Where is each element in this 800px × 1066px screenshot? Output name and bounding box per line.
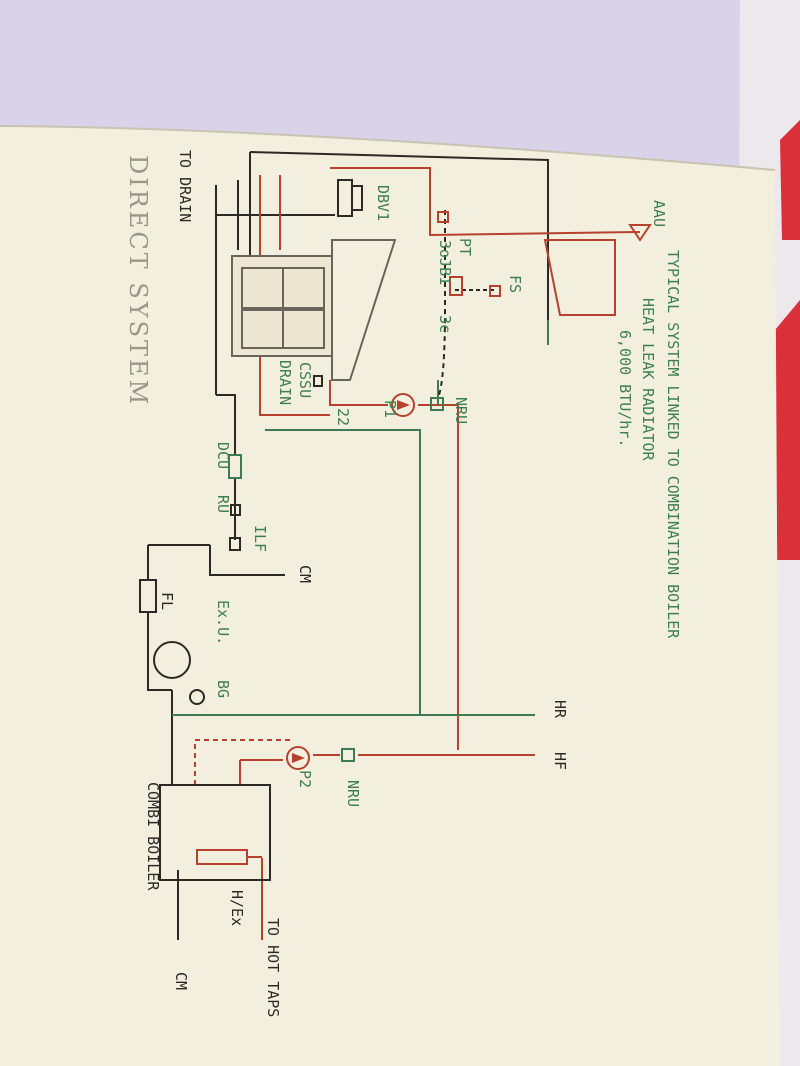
aau-label: AAU bbox=[650, 200, 668, 227]
nru-top-valve bbox=[430, 397, 444, 411]
radiator-label: HEAT LEAK RADIATOR bbox=[639, 298, 657, 462]
nru-bottom-label: NRU bbox=[344, 780, 362, 807]
22-label: 22 bbox=[334, 408, 352, 426]
pipe-green-return bbox=[265, 429, 421, 715]
combi-boiler-label: COMBI BOILER bbox=[144, 782, 162, 891]
fs-label: FS bbox=[506, 275, 524, 293]
dbv1-valve-body bbox=[351, 185, 363, 211]
3c-label: 3c bbox=[436, 315, 454, 333]
pipe-fl-bottom bbox=[147, 612, 172, 691]
pt-label: PT bbox=[456, 238, 474, 256]
dbv1-label: DBV1 bbox=[374, 185, 392, 221]
pipe-dcu-feed bbox=[216, 394, 236, 455]
pipe-cm-top bbox=[209, 545, 285, 576]
cm-bottom-label: CM bbox=[172, 972, 190, 990]
fl-unit bbox=[139, 579, 157, 613]
cssu-valve bbox=[313, 375, 323, 387]
bg-gauge bbox=[189, 689, 205, 705]
ilf-label: ILF bbox=[251, 525, 269, 552]
components bbox=[139, 179, 652, 881]
to-drain-label: TO DRAIN bbox=[176, 150, 194, 222]
paper-page bbox=[0, 126, 780, 1066]
fs-sensor bbox=[489, 285, 501, 297]
ru-label: RU bbox=[214, 495, 232, 513]
diagram-title: TYPICAL SYSTEM LINKED TO COMBINATION BOI… bbox=[664, 250, 682, 639]
control-dashed-top bbox=[437, 210, 446, 399]
pipework bbox=[147, 151, 641, 940]
pt-sensor bbox=[437, 211, 449, 223]
nru-top-label: NRU bbox=[452, 397, 470, 424]
p2-label: P2 bbox=[296, 770, 314, 788]
red-cloth-stripe-top bbox=[780, 120, 800, 240]
hr-label: HR bbox=[551, 700, 569, 719]
stove bbox=[231, 239, 397, 381]
page-edge bbox=[0, 125, 776, 171]
p1-pump-arrow bbox=[397, 400, 410, 410]
pipe-red-p1 bbox=[329, 380, 388, 406]
cm-top-label: CM bbox=[296, 565, 314, 583]
hf-label: HF bbox=[551, 752, 569, 770]
red-cloth-stripe bbox=[770, 300, 800, 560]
p2-pump-arrow bbox=[292, 753, 305, 763]
expansion-unit bbox=[153, 641, 191, 679]
stove-hood bbox=[331, 239, 397, 381]
ru-unit bbox=[230, 504, 241, 516]
hex-label: H/Ex bbox=[228, 890, 246, 926]
radiator-rating: 6,000 BTU/hr. bbox=[616, 330, 634, 447]
direct-system-caption: DIRECT SYSTEM bbox=[124, 155, 152, 407]
exu-label: Ex.U. bbox=[214, 600, 232, 645]
pipe-top-loop bbox=[249, 151, 549, 320]
labels: TYPICAL SYSTEM LINKED TO COMBINATION BOI… bbox=[124, 150, 682, 1017]
control-dashed-combi bbox=[194, 739, 290, 785]
dcu-label: DCU bbox=[214, 442, 232, 469]
dcu-unit bbox=[228, 454, 242, 479]
to-hot-taps-label: TO HOT TAPS bbox=[264, 918, 282, 1017]
bg-label: BG bbox=[214, 680, 232, 698]
heat-leak-radiator bbox=[543, 239, 616, 316]
jb1-label: 3oJB1 bbox=[436, 240, 454, 285]
combi-boiler-box bbox=[159, 784, 271, 881]
aau-vent bbox=[628, 224, 652, 242]
drain-label: DRAIN bbox=[276, 360, 294, 405]
cssu-label: CSSU bbox=[296, 362, 314, 398]
jb1-junction-box bbox=[449, 276, 463, 296]
fl-label: FL bbox=[158, 592, 176, 610]
p1-label: P1 bbox=[381, 400, 399, 418]
nru-bottom-valve bbox=[341, 748, 355, 762]
ilf-unit bbox=[229, 537, 241, 551]
